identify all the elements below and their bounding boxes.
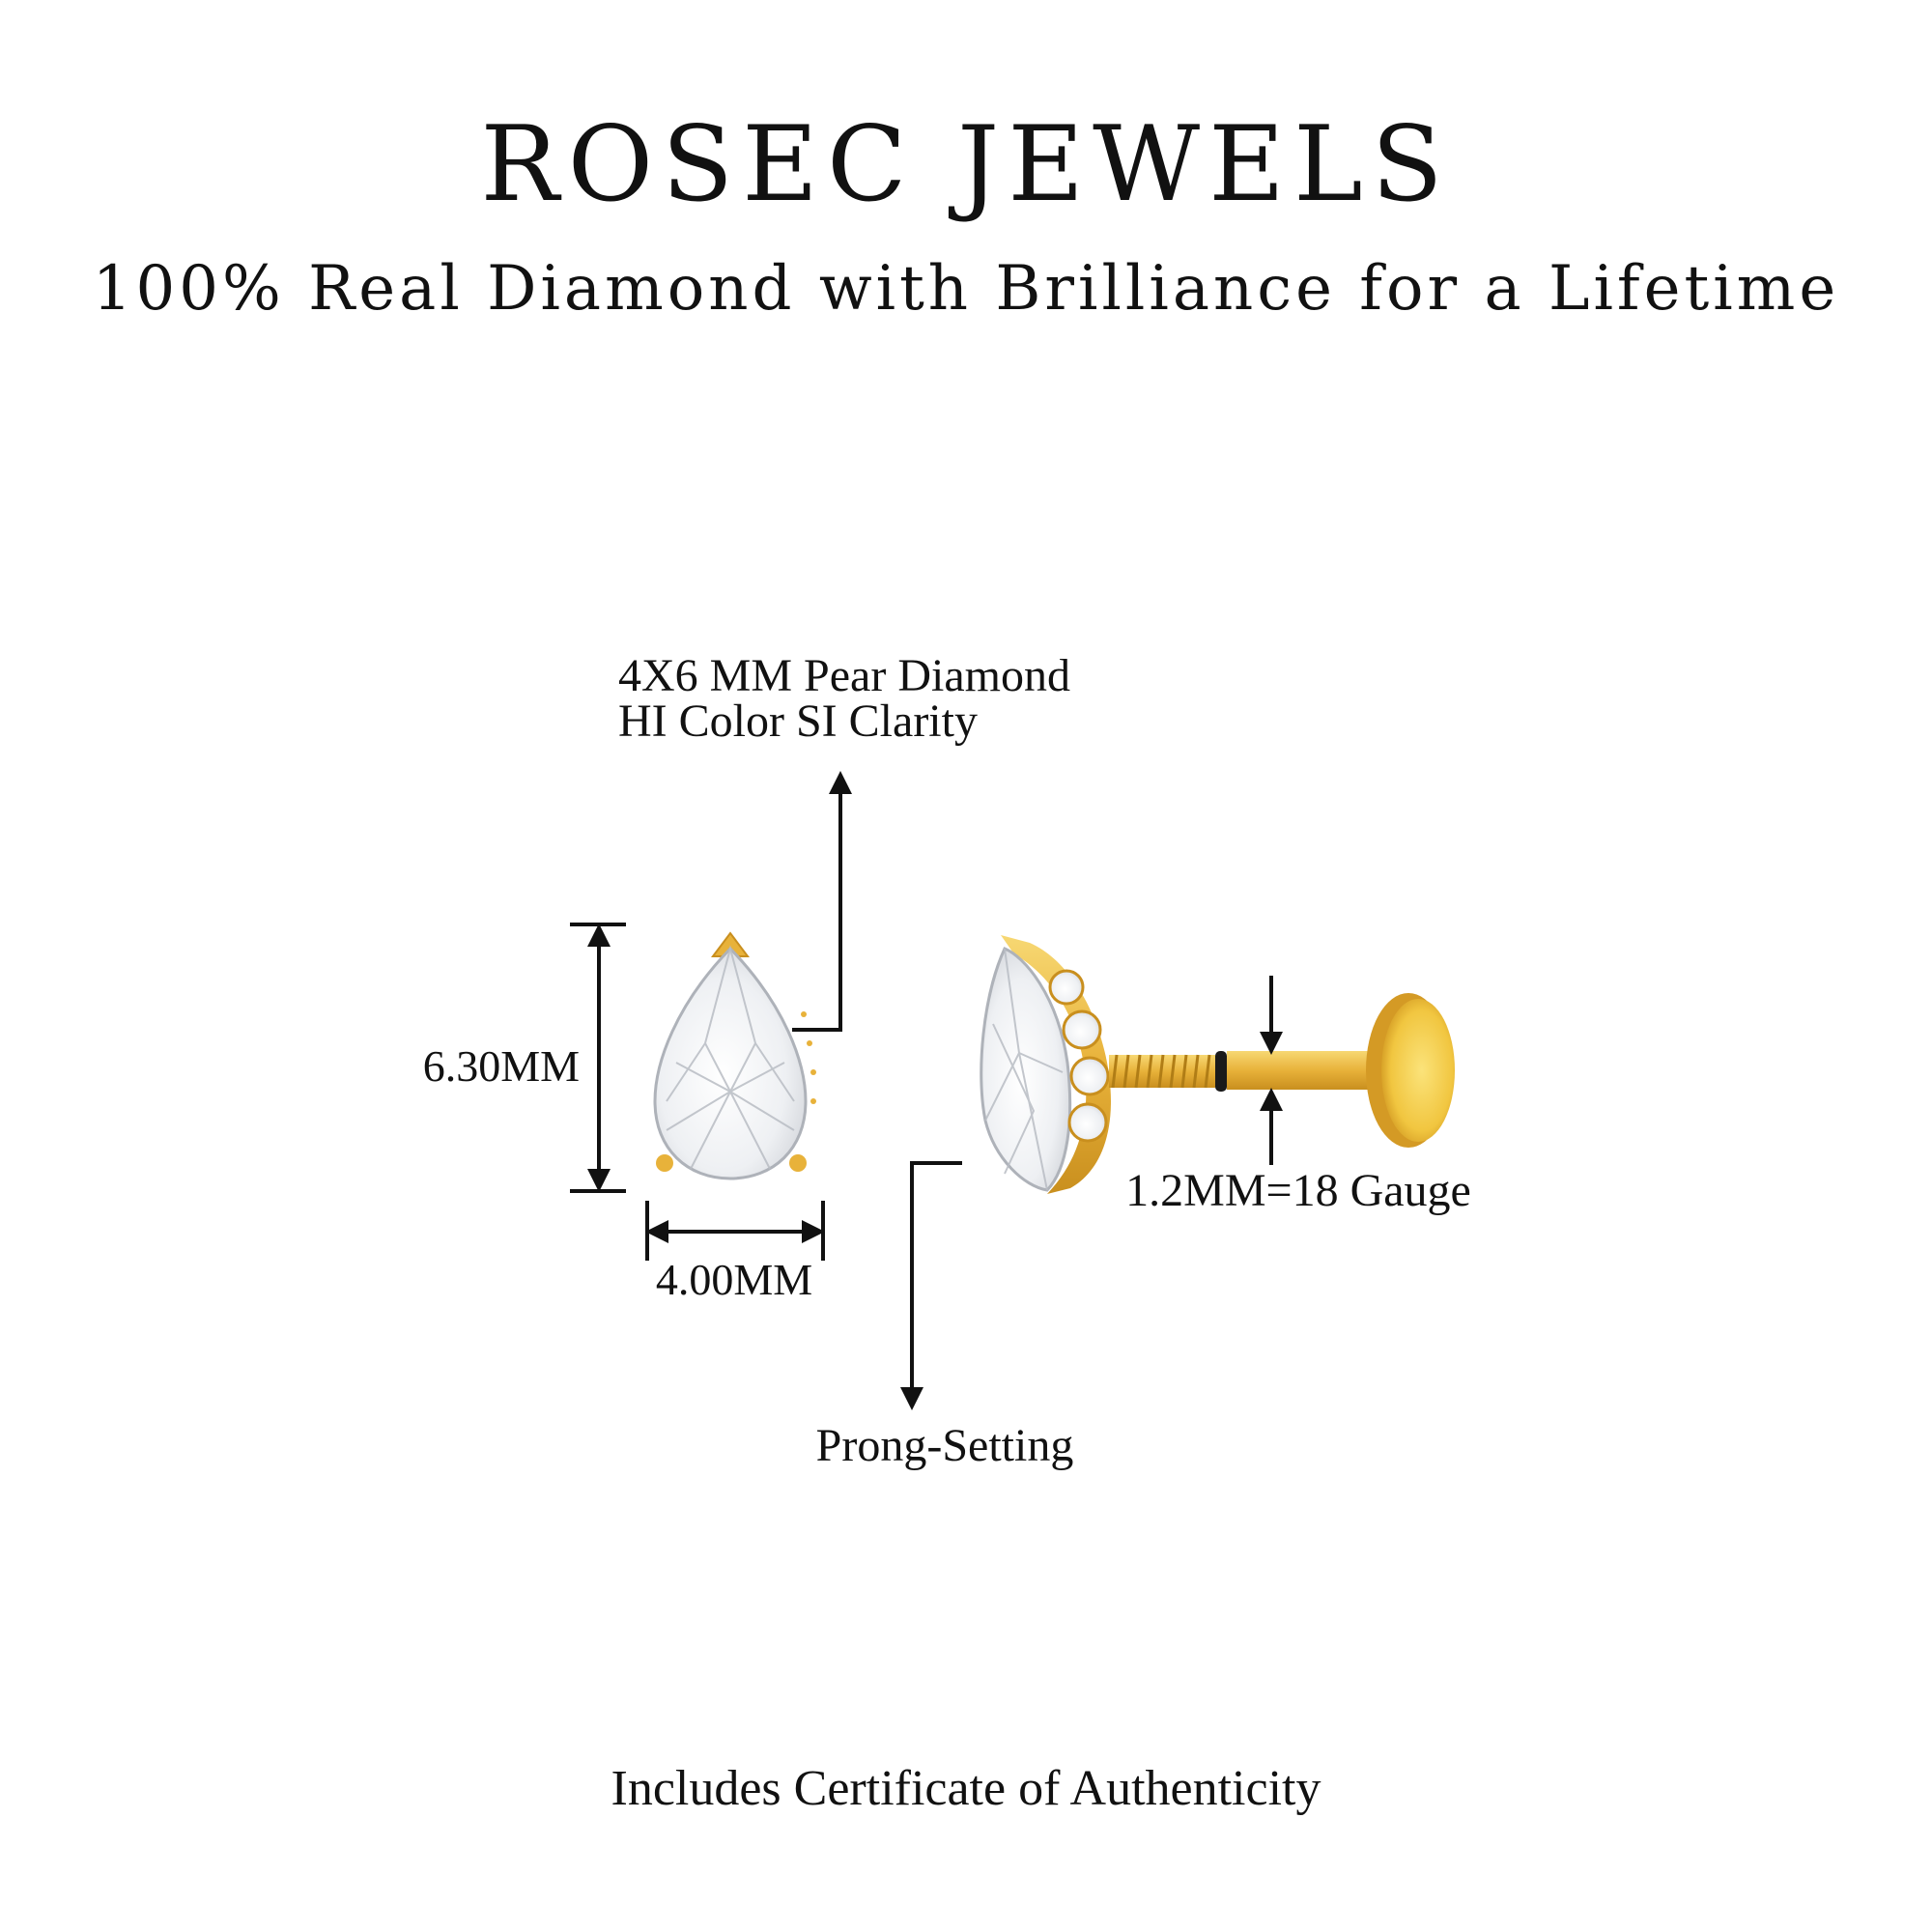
front-view-earring [653, 931, 816, 1180]
tagline: 100% Real Diamond with Brilliance for a … [92, 253, 1840, 325]
side-view-earring [980, 935, 1455, 1194]
setting-label: Prong-Setting [816, 1420, 1074, 1471]
gauge-label: 1.2MM=18 Gauge [1125, 1165, 1471, 1216]
height-dimension [570, 923, 626, 1193]
brand-title: ROSEC JEWELS [480, 104, 1452, 225]
stone-spec-line2: HI Color SI Clarity [618, 696, 978, 747]
certificate-note: Includes Certificate of Authenticity [611, 1761, 1321, 1816]
stone-spec-line1: 4X6 MM Pear Diamond [618, 650, 1070, 701]
width-dimension [645, 1201, 825, 1261]
prong-callout-line [900, 1161, 962, 1410]
width-label: 4.00MM [656, 1255, 812, 1304]
height-label: 6.30MM [423, 1041, 580, 1091]
stone-callout-line [792, 771, 852, 1032]
